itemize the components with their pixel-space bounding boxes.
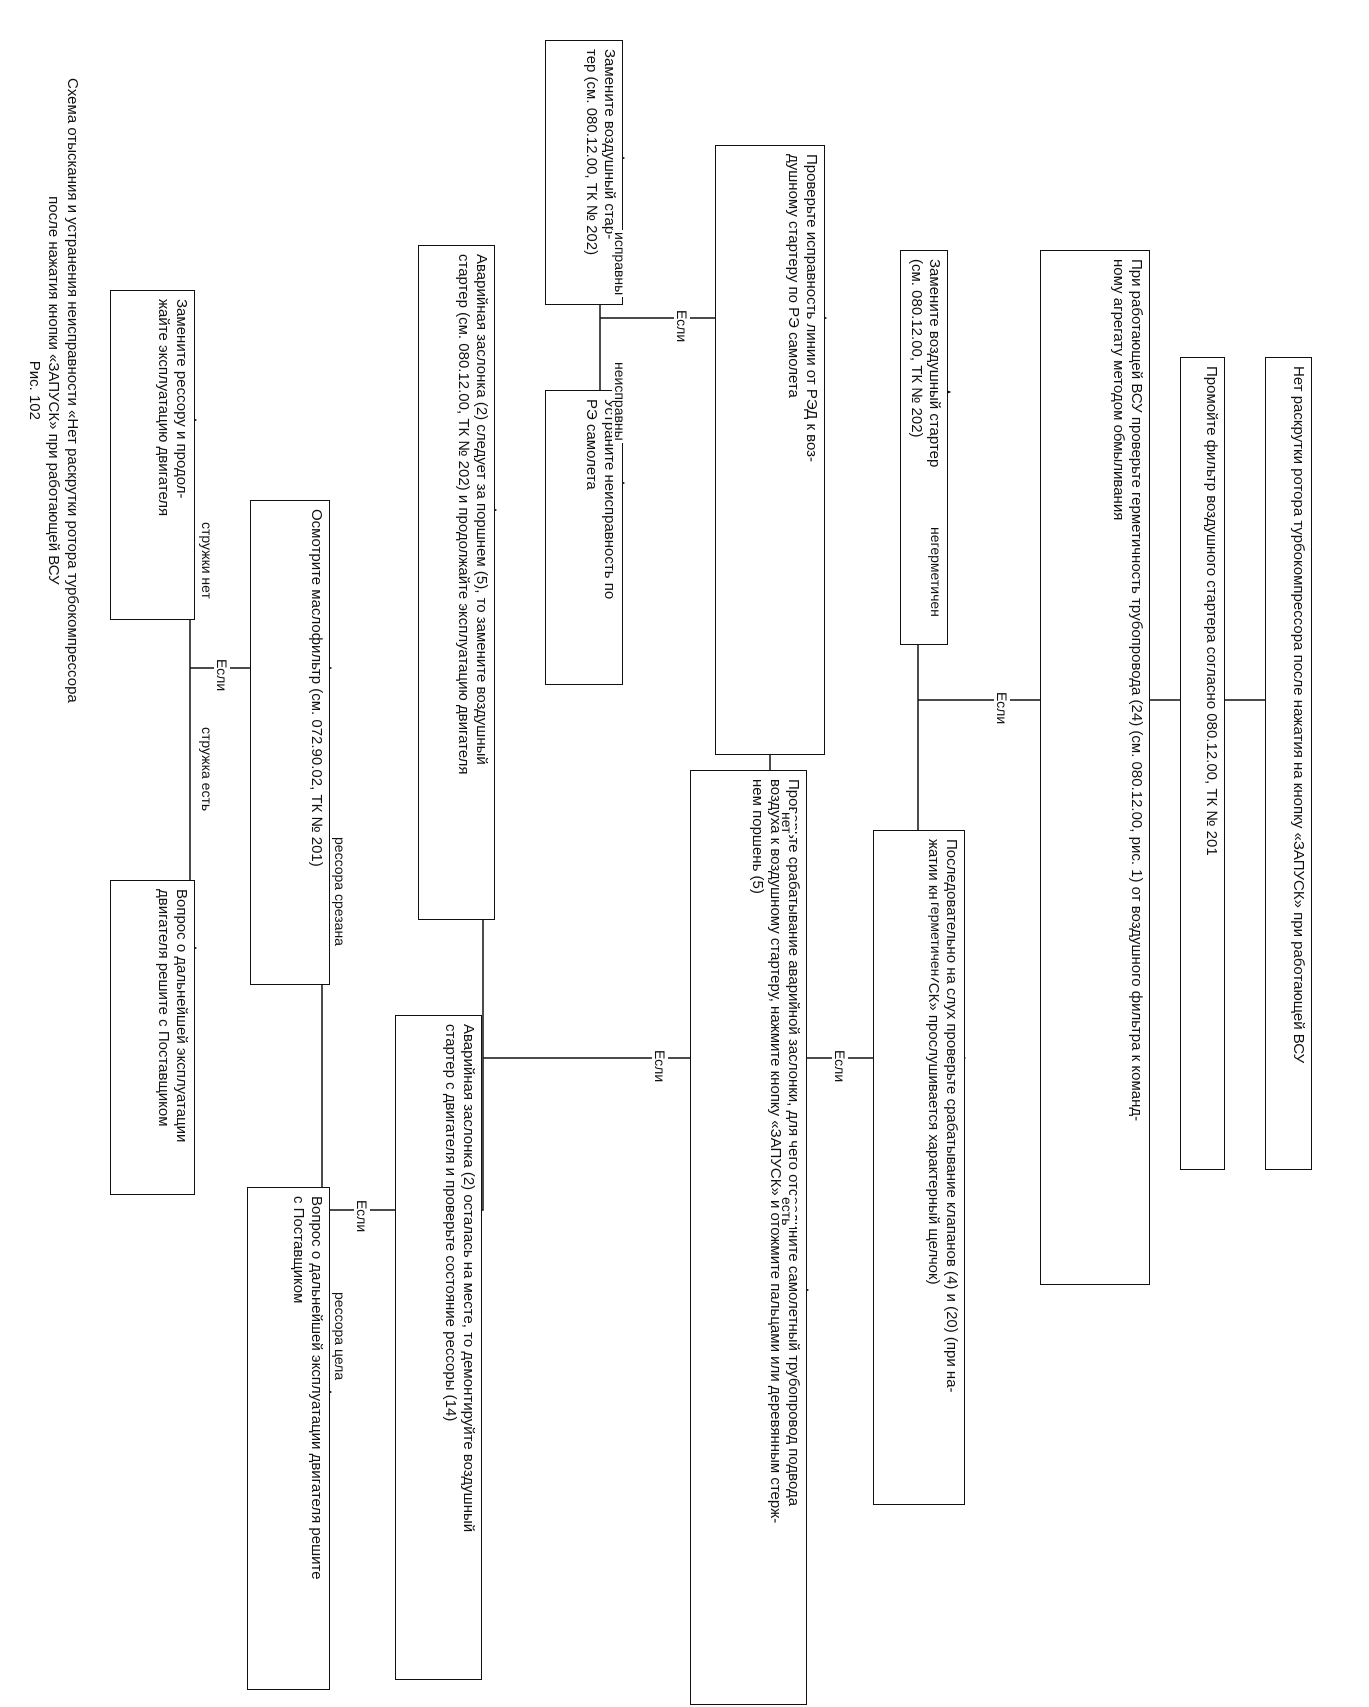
flow-box-text-b7: Проверьте срабатывание аварийной заслонк… bbox=[749, 779, 802, 1524]
flow-box-text-b10: Аварийная заслонка (2) следует за поршне… bbox=[455, 254, 490, 775]
flow-box-text-b2: Промойте фильтр воздушного стартера согл… bbox=[1203, 366, 1220, 856]
flow-box-text-b13: Вопрос о дальнейшей эксплуатации двигате… bbox=[290, 1196, 325, 1580]
flow-box-b9: Устраните неисправность по РЭ самолета bbox=[545, 390, 623, 685]
flow-box-b1: Нет раскрутки ротора турбокомпрессора по… bbox=[1265, 357, 1312, 1170]
flow-box-text-b11: Аварийная заслонка (2) осталась на месте… bbox=[442, 1024, 477, 1533]
flow-box-b5: Последовательно на слух проверьте срабат… bbox=[873, 830, 965, 1505]
flow-box-b10: Аварийная заслонка (2) следует за поршне… bbox=[418, 245, 495, 920]
flow-box-b2: Промойте фильтр воздушного стартера согл… bbox=[1180, 357, 1225, 1170]
flow-box-text-b14: Замените рессору и продол- жайте эксплуа… bbox=[155, 299, 190, 517]
flow-box-b14: Замените рессору и продол- жайте эксплуа… bbox=[110, 290, 195, 620]
connector-b11 bbox=[482, 1058, 484, 1211]
flow-box-text-b5: Последовательно на слух проверьте срабат… bbox=[925, 839, 960, 1393]
flow-box-b13: Вопрос о дальнейшей эксплуатации двигате… bbox=[247, 1187, 330, 1690]
branch-label-if-b7: Если bbox=[652, 1048, 668, 1085]
caption-line-2: после нажатия кнопки «ЗАПУСК» при работа… bbox=[45, 196, 62, 585]
flow-box-text-b15: Вопрос о дальнейшей эксплуатации двигате… bbox=[155, 889, 190, 1143]
branch-label-if-b12: Если bbox=[214, 657, 230, 694]
flow-box-b7: Проверьте срабатывание аварийной заслонк… bbox=[690, 770, 807, 1705]
branch-label-faulty: неисправны bbox=[612, 360, 628, 443]
branch-label-spring-ok: рессора цела bbox=[332, 1290, 348, 1383]
branch-label-if-b11: Если bbox=[354, 1198, 370, 1235]
branch-label-ok: исправны bbox=[612, 230, 628, 298]
flow-box-b3: При работающей ВСУ проверьте герметичнос… bbox=[1040, 250, 1150, 1285]
figure-number: Рис. 102 bbox=[26, 360, 43, 420]
branch-label-if-b6: Если bbox=[674, 308, 690, 345]
figure-caption: Схема отыскания и устранения неисправнос… bbox=[25, 78, 82, 703]
flow-box-b8: Замените воздушный стар- тер (см. 080.12… bbox=[545, 40, 623, 305]
branch-label-no: нет bbox=[779, 810, 795, 836]
flow-box-b12: Осмотрите маслофильтр (см. 072.90.02, ТК… bbox=[250, 500, 330, 985]
branch-label-no-chips: стружки нет bbox=[199, 520, 215, 601]
branch-label-hermetic: герметичен bbox=[928, 900, 944, 979]
flow-box-text-b12: Осмотрите маслофильтр (см. 072.90.02, ТК… bbox=[308, 509, 325, 867]
branch-label-yes: есть bbox=[779, 1195, 795, 1228]
branch-label-nehermetic: негерметичен bbox=[928, 525, 944, 619]
flow-box-b15: Вопрос о дальнейшей эксплуатации двигате… bbox=[110, 880, 195, 1195]
branch-label-chips: стружка есть bbox=[199, 725, 215, 814]
flow-box-text-b1: Нет раскрутки ротора турбокомпрессора по… bbox=[1290, 366, 1307, 1064]
caption-line-1: Схема отыскания и устранения неисправнос… bbox=[64, 78, 81, 703]
flow-box-b11: Аварийная заслонка (2) осталась на месте… bbox=[395, 1015, 482, 1680]
branch-label-spring-cut: рессора срезана bbox=[332, 835, 348, 948]
flow-box-text-b3: При работающей ВСУ проверьте герметичнос… bbox=[1110, 259, 1145, 1122]
branch-label-if-b5: Если bbox=[832, 1048, 848, 1085]
flow-box-b6: Проверьте исправность линии от РЭД к воз… bbox=[715, 145, 825, 755]
flow-box-text-b6: Проверьте исправность линии от РЭД к воз… bbox=[785, 154, 820, 463]
branch-label-if-b3: Если bbox=[994, 690, 1010, 727]
